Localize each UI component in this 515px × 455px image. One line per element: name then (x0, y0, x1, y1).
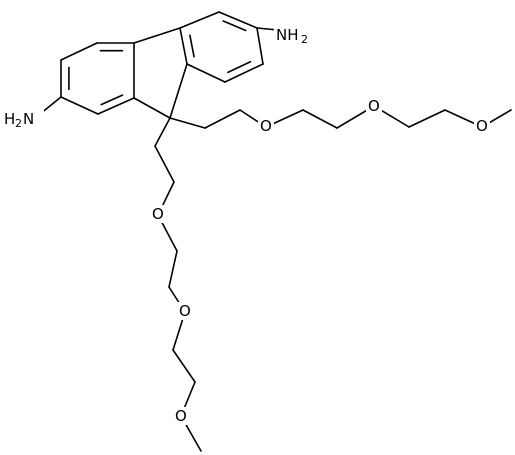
bond-layer (39, 11, 512, 452)
bond-line (256, 27, 264, 65)
bond-line (179, 11, 220, 29)
bond-line (224, 63, 264, 83)
bond-line (408, 109, 446, 128)
double-bond-line (100, 94, 124, 106)
oxygen-atom: O (173, 407, 189, 425)
amine-left-n: N (23, 110, 34, 128)
double-bond-line (222, 20, 247, 32)
amine-right-nh: NH (276, 26, 299, 44)
oxygen-atom: O (258, 117, 274, 135)
oxygen-atom: O (366, 97, 382, 115)
bond-line (204, 109, 241, 129)
oxygen-atom: O (177, 302, 193, 320)
bond-line (186, 63, 226, 83)
bond-line (60, 96, 99, 115)
svg-text:O: O (152, 205, 164, 223)
bond-line (60, 42, 98, 61)
bond-line (133, 27, 181, 44)
svg-text:O: O (260, 117, 272, 135)
bond-line (154, 145, 175, 183)
svg-text:O: O (175, 407, 187, 425)
double-bond-line (227, 60, 252, 74)
bond-line (169, 63, 188, 119)
oxygen-atom: O (474, 117, 490, 135)
bond-line (97, 97, 135, 115)
amine-left-h: H (4, 110, 15, 128)
bond-line (168, 250, 178, 288)
bond-line (302, 109, 338, 129)
svg-text:O: O (476, 117, 488, 135)
bond-line (154, 117, 171, 147)
double-bond-line (189, 34, 195, 58)
atom-label-layer: NH 2 H 2 N O O O O O (2, 22, 490, 425)
amine-group-right: NH 2 (274, 22, 318, 46)
bond-line (172, 349, 196, 383)
amine-right-subscript: 2 (301, 33, 308, 46)
bond-line (179, 27, 188, 65)
svg-text:O: O (368, 97, 380, 115)
bond-line (133, 97, 171, 119)
bond-line (169, 117, 206, 129)
amine-group-left: H 2 N (2, 107, 44, 130)
amine-left-subscript: 2 (15, 117, 22, 130)
bond-line (218, 11, 258, 29)
oxygen-atom: O (150, 205, 166, 223)
svg-text:O: O (179, 302, 191, 320)
